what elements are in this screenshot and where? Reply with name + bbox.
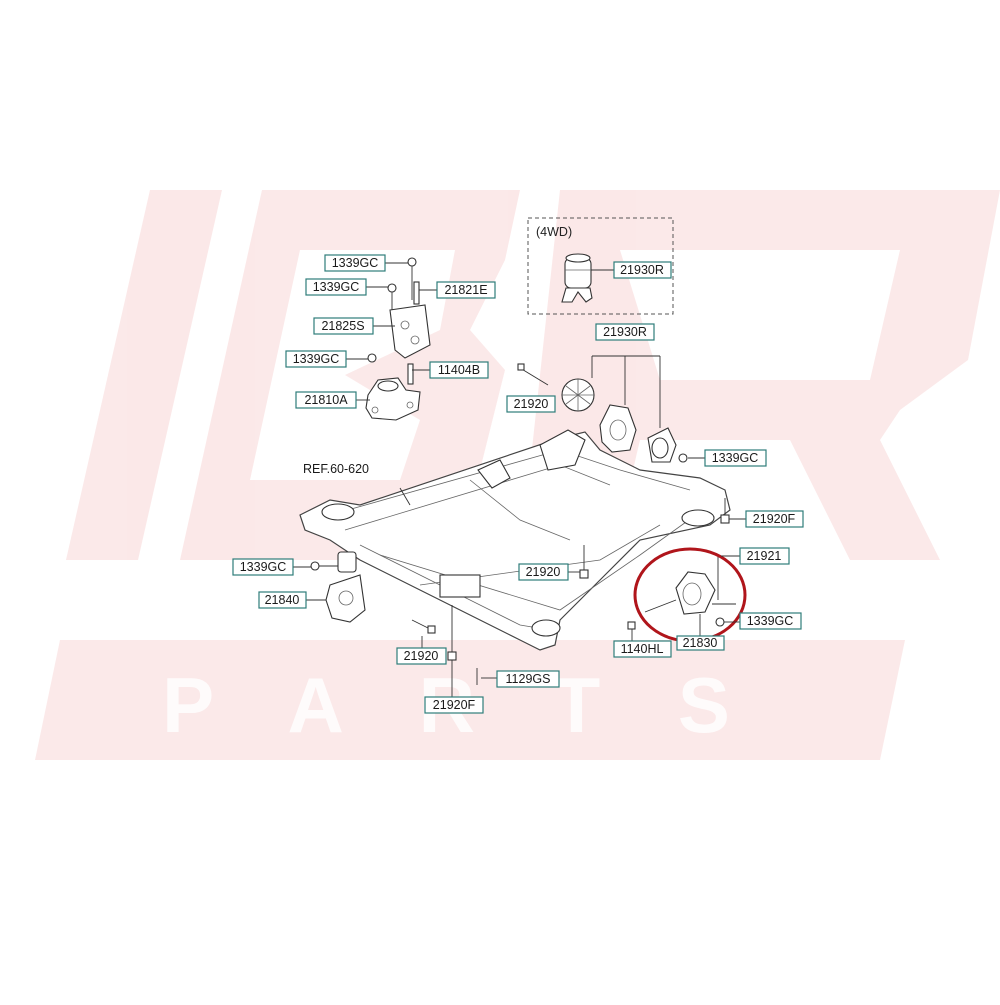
- 4wd-mount-drawing: [561, 253, 614, 303]
- part-number: 21920F: [753, 512, 796, 526]
- part-number: 21825S: [321, 319, 364, 333]
- part-callout[interactable]: 21821E: [436, 281, 496, 299]
- rear-mount-drawing: [627, 555, 736, 630]
- part-number: 11404B: [438, 363, 480, 377]
- part-callout[interactable]: 21930R: [613, 261, 672, 279]
- part-number: 21920: [514, 397, 549, 411]
- part-callout[interactable]: 21920F: [424, 696, 484, 714]
- 4wd-group-label: (4WD): [536, 225, 572, 239]
- part-number: 21930R: [620, 263, 664, 277]
- part-callout[interactable]: 1339GC: [739, 612, 802, 630]
- part-number: 21821E: [444, 283, 487, 297]
- ref-label: REF.60-620: [303, 462, 369, 476]
- watermark-letter-b: [180, 190, 520, 560]
- bolt-drawings: [411, 498, 730, 685]
- part-number: 21921: [747, 549, 782, 563]
- part-callout[interactable]: 1339GC: [232, 558, 294, 576]
- lower-left-mount-drawing: [310, 551, 366, 623]
- part-number: 1339GC: [332, 256, 379, 270]
- part-callout[interactable]: 21920F: [745, 510, 804, 528]
- part-callout[interactable]: 1339GC: [324, 254, 386, 272]
- part-callout[interactable]: 1339GC: [285, 350, 347, 368]
- part-callout[interactable]: 21921: [739, 547, 790, 565]
- part-callout[interactable]: 21840: [258, 591, 307, 609]
- part-number: 1339GC: [712, 451, 759, 465]
- 4wd-group-frame: [527, 217, 674, 315]
- part-callout[interactable]: 21920: [506, 395, 556, 413]
- part-callout[interactable]: 11404B: [429, 361, 489, 379]
- watermark-letter-i: [66, 190, 222, 560]
- leader-lines: [293, 262, 746, 697]
- part-callout[interactable]: 1339GC: [704, 449, 767, 467]
- part-number: 1129GS: [506, 672, 551, 686]
- subframe-drawing: [299, 429, 731, 651]
- part-number: 1339GC: [313, 280, 360, 294]
- part-number: 1140HL: [621, 642, 664, 656]
- part-callout[interactable]: 21810A: [295, 391, 357, 409]
- part-callout[interactable]: 1129GS: [496, 670, 560, 688]
- part-number: 21920F: [433, 698, 476, 712]
- watermark-letter-r: [520, 190, 1000, 560]
- part-number: 21930R: [603, 325, 647, 339]
- part-number: 1339GC: [747, 614, 794, 628]
- part-number: 1339GC: [293, 352, 340, 366]
- part-callout[interactable]: 21830: [676, 635, 725, 651]
- part-callout[interactable]: 21920: [396, 647, 447, 665]
- part-number: 1339GC: [240, 560, 287, 574]
- left-mount-drawing: [365, 257, 431, 421]
- part-number: 21920: [404, 649, 439, 663]
- part-callout[interactable]: 1339GC: [305, 278, 367, 296]
- part-number: 21920: [526, 565, 561, 579]
- part-number: 21830: [683, 636, 718, 650]
- part-callout[interactable]: 21930R: [595, 323, 655, 341]
- part-number: 21840: [265, 593, 300, 607]
- part-callout[interactable]: 1140HL: [613, 640, 672, 658]
- right-mount-drawing: [517, 355, 688, 463]
- part-callout[interactable]: 21920: [518, 563, 569, 581]
- part-number: 21810A: [304, 393, 348, 407]
- part-callout[interactable]: 21825S: [313, 317, 374, 335]
